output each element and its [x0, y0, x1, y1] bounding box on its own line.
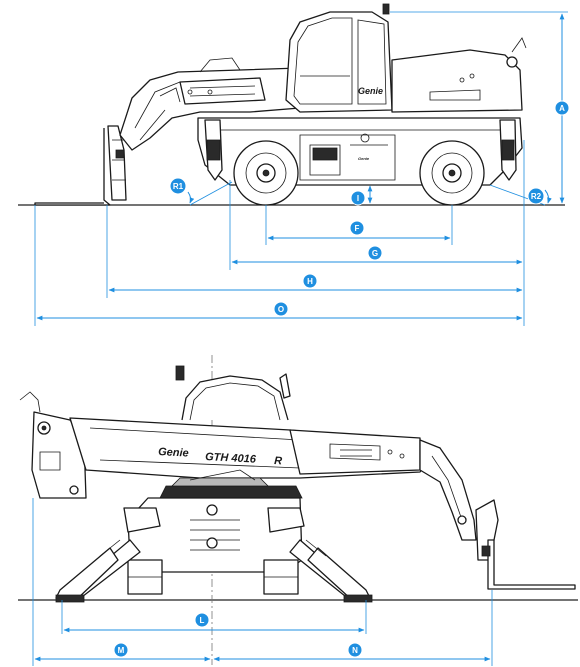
boom-bottom: Genie GTH 4016 R: [69, 417, 441, 479]
dim-label-R2: R2: [527, 187, 545, 205]
front-wheel: [233, 140, 299, 206]
chassis-bottom: [123, 497, 305, 573]
dim-label-F: F: [349, 220, 365, 236]
fork-arm-bottom: [419, 439, 576, 590]
boom-top: [119, 57, 301, 151]
outriggers-top: [204, 119, 517, 181]
dim-label-O: O: [273, 301, 289, 317]
svg-text:I: I: [357, 194, 359, 203]
boom-logo: Genie: [158, 446, 189, 460]
boom-model: GTH 4016: [205, 451, 257, 466]
fork-carriage: [34, 125, 127, 206]
svg-text:N: N: [352, 646, 358, 655]
dim-label-G: G: [367, 245, 383, 261]
dim-label-L: L: [194, 612, 210, 628]
svg-text:M: M: [118, 646, 125, 655]
dim-label-M: M: [113, 642, 129, 658]
dim-lines-bottom: [32, 498, 493, 666]
dim-label-I: I: [350, 190, 366, 206]
turntable: [159, 469, 303, 499]
outrigger-view: Genie GTH 4016 R: [18, 355, 578, 666]
svg-text:A: A: [559, 104, 565, 113]
svg-text:G: G: [372, 249, 378, 258]
side-view: Genie Genie: [18, 3, 570, 326]
svg-text:R2: R2: [531, 192, 542, 201]
svg-text:R1: R1: [173, 182, 184, 191]
boom-pivot: [19, 391, 87, 499]
chassis-plate-text: Genie: [358, 156, 370, 161]
svg-text:L: L: [200, 616, 205, 625]
dim-lines-top: [34, 11, 568, 326]
svg-text:O: O: [278, 305, 284, 314]
rear-wheel: [419, 140, 485, 206]
svg-text:F: F: [355, 224, 360, 233]
outriggers-bottom: [55, 539, 373, 603]
svg-text:H: H: [307, 277, 313, 286]
dim-label-N: N: [347, 642, 363, 658]
dim-label-H: H: [302, 273, 318, 289]
wheels-bottom: [127, 559, 299, 595]
boom-suffix: R: [274, 455, 283, 467]
cab-bottom: [175, 365, 291, 421]
cab-logo: Genie: [358, 86, 383, 96]
dim-label-A: A: [554, 100, 570, 116]
dim-label-R1: R1: [169, 177, 187, 195]
cab-top: Genie: [285, 3, 527, 113]
